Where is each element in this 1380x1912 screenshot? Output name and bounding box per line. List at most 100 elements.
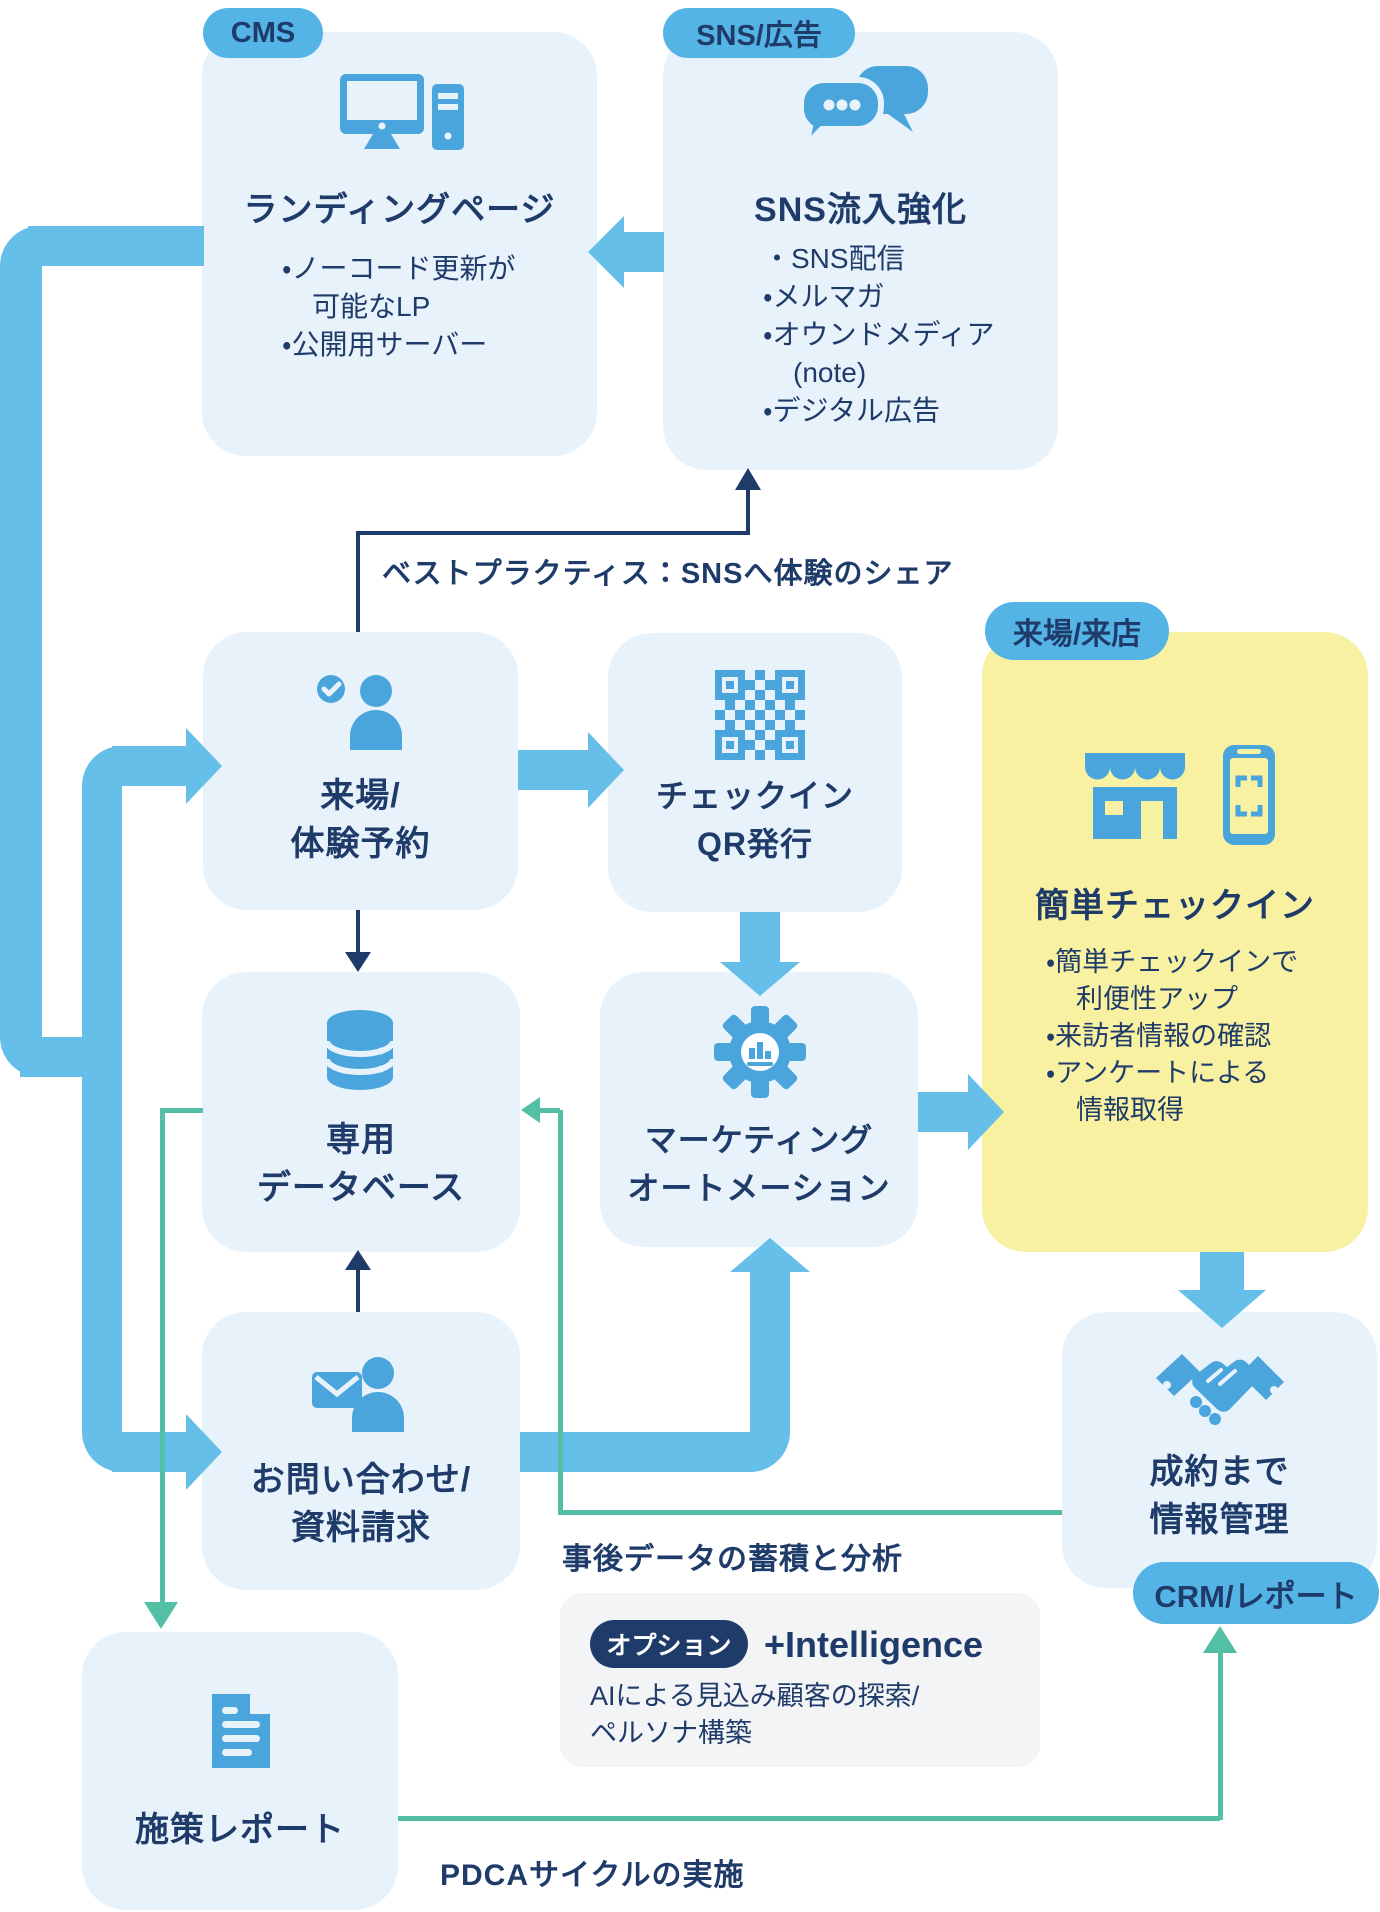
database-title: 専用 データベース bbox=[202, 1116, 520, 1212]
arrow-inquiry-to-automation-corner bbox=[750, 1432, 790, 1472]
qr-finder-tl bbox=[715, 670, 745, 700]
checkin-bullets: ・簡単チェックインで 利便性アップ ・来訪者情報の確認 ・アンケートによる 情報… bbox=[1046, 944, 1298, 1129]
arrow-sns-to-landing-shaft bbox=[624, 232, 664, 272]
arrow-inner-vertical bbox=[82, 746, 122, 1472]
arrowhead-reserve-to-qr bbox=[588, 732, 624, 808]
report-title: 施策レポート bbox=[135, 1811, 345, 1849]
badge-sns-label: SNS/広告 bbox=[696, 20, 822, 52]
badge-crm-label: CRM/レポート bbox=[1154, 1578, 1358, 1614]
badge-sns: SNS/広告 bbox=[663, 8, 855, 58]
qr-finder-tr bbox=[775, 670, 805, 700]
qr-finder-bl bbox=[715, 730, 745, 760]
deal-title-line1: 成約まで bbox=[1149, 1453, 1290, 1491]
flow-box-deal bbox=[1062, 1312, 1377, 1588]
landing-bullet: 可能なLP bbox=[312, 291, 431, 322]
automation-title-line1: マーケティング bbox=[644, 1122, 874, 1158]
sns-title: SNS流入強化 bbox=[754, 191, 967, 229]
sns-bullet: ・メルマガ bbox=[763, 281, 885, 312]
qr-code-icon bbox=[715, 670, 805, 760]
arrowhead-to-inquiry bbox=[186, 1414, 222, 1490]
line-bestpractice-vertical-from-reserve bbox=[356, 533, 360, 632]
arrowhead-inquiry-to-database bbox=[345, 1250, 371, 1270]
intelligence-description: AIによる見込み顧客の探索/ ペルソナ構築 bbox=[590, 1678, 919, 1752]
gear-chart-icon bbox=[714, 1006, 806, 1098]
sns-bullets: ・SNS配信 ・メルマガ ・オウンドメディア (note) ・デジタル広告 bbox=[763, 240, 995, 430]
sns-bullet: (note) bbox=[793, 357, 867, 388]
line-bestpractice-horizontal bbox=[356, 531, 750, 535]
checkin-bullet: ・簡単チェックインで bbox=[1046, 947, 1299, 977]
flow-box-report bbox=[82, 1632, 398, 1910]
badge-crm: CRM/レポート bbox=[1133, 1562, 1379, 1624]
badge-visit: 来場/来店 bbox=[985, 602, 1169, 660]
reserve-title-line2: 体験予約 bbox=[290, 825, 431, 863]
database-icon bbox=[325, 1010, 395, 1090]
flow-box-reserve bbox=[203, 632, 518, 910]
checkin-bullet: ・アンケートによる bbox=[1046, 1058, 1270, 1088]
arrowhead-to-reserve bbox=[186, 728, 222, 804]
arrow-landing-left-horizontal bbox=[28, 226, 204, 266]
reserve-title-line1: 来場/ bbox=[320, 777, 401, 815]
smartphone-scan-icon bbox=[1223, 745, 1275, 845]
landing-bullet: ・ノーコード更新が bbox=[282, 253, 516, 284]
deal-title-line2: 情報管理 bbox=[1149, 1501, 1290, 1539]
arrowhead-inquiry-to-automation bbox=[730, 1238, 810, 1272]
badge-visit-label: 来場/来店 bbox=[1012, 618, 1142, 651]
inquiry-title-line2: 資料請求 bbox=[291, 1509, 431, 1547]
inquiry-title: お問い合わせ/ 資料請求 bbox=[202, 1456, 520, 1552]
database-title-line2: データベース bbox=[256, 1169, 466, 1207]
qr-title-line2: QR発行 bbox=[696, 826, 813, 862]
store-and-phone-icon bbox=[1085, 745, 1275, 845]
badge-cms-label: CMS bbox=[230, 16, 296, 49]
sns-bullet: ・SNS配信 bbox=[763, 243, 905, 274]
qr-finder-br bbox=[775, 730, 805, 760]
landing-bullets: ・ノーコード更新が 可能なLP ・公開用サーバー bbox=[282, 250, 516, 364]
checkin-bullet: 利便性アップ bbox=[1076, 984, 1238, 1014]
arrow-left-jog bbox=[20, 1037, 92, 1077]
post-data-label: 事後データの蓄積と分析 bbox=[562, 1543, 903, 1576]
arrowhead-reserve-to-database bbox=[345, 952, 371, 972]
sns-bullet: ・オウンドメディア bbox=[763, 319, 995, 350]
arrow-inquiry-to-automation-vertical bbox=[750, 1270, 790, 1434]
report-document-icon bbox=[212, 1694, 270, 1768]
qr-title-line1: チェックイン bbox=[655, 778, 854, 814]
sns-bullet: ・デジタル広告 bbox=[763, 395, 940, 426]
arrowhead-into-report bbox=[144, 1602, 178, 1629]
database-title-line1: 専用 bbox=[326, 1121, 396, 1159]
inquiry-title-line1: お問い合わせ/ bbox=[250, 1461, 472, 1499]
flow-box-checkin bbox=[982, 632, 1368, 1252]
line-bestpractice-vertical-to-sns bbox=[746, 490, 750, 533]
arrow-left-vertical bbox=[0, 226, 42, 1077]
checkin-bullet: 情報取得 bbox=[1076, 1095, 1184, 1125]
reserve-title: 来場/ 体験予約 bbox=[203, 772, 518, 868]
person-check-icon bbox=[317, 675, 402, 750]
arrow-checkin-to-deal-shaft bbox=[1200, 1252, 1244, 1292]
arrow-qr-to-automation-shaft bbox=[740, 912, 780, 964]
arrow-to-reserve-shaft bbox=[112, 746, 188, 786]
line-report-to-crm-horizontal bbox=[398, 1816, 1220, 1821]
arrowhead-into-database bbox=[521, 1097, 540, 1123]
line-deal-to-database-horizontal bbox=[560, 1510, 1062, 1515]
arrowhead-sns-to-landing bbox=[588, 216, 624, 288]
intelligence-desc-line1: AIによる見込み顧客の探索/ bbox=[590, 1681, 920, 1711]
line-database-to-report-horizontal bbox=[163, 1108, 203, 1113]
option-badge-label: オプション bbox=[606, 1632, 732, 1660]
line-database-to-report-vertical bbox=[160, 1108, 165, 1604]
storefront-icon bbox=[1085, 753, 1185, 839]
line-deal-to-database-vertical bbox=[558, 1110, 563, 1515]
line-deal-to-database-stub bbox=[540, 1108, 560, 1113]
arrowhead-automation-to-checkin bbox=[968, 1074, 1004, 1150]
desktop-computer-icon bbox=[340, 74, 464, 150]
arrowhead-bestpractice-to-sns bbox=[735, 468, 761, 490]
line-report-to-crm-vertical bbox=[1218, 1652, 1223, 1820]
arrowhead-checkin-to-deal bbox=[1178, 1290, 1266, 1328]
arrow-reserve-to-qr-shaft bbox=[518, 750, 590, 790]
flow-box-inquiry bbox=[202, 1312, 520, 1590]
line-reserve-to-database bbox=[356, 910, 360, 954]
arrow-to-inquiry-shaft bbox=[112, 1432, 188, 1472]
badge-cms: CMS bbox=[203, 8, 323, 58]
landing-title: ランディングページ bbox=[243, 191, 556, 229]
qr-title: チェックイン QR発行 bbox=[608, 772, 902, 868]
best-practice-label: ベストプラクティス：SNSへ体験のシェア bbox=[382, 558, 954, 590]
line-inquiry-to-database bbox=[356, 1270, 360, 1312]
